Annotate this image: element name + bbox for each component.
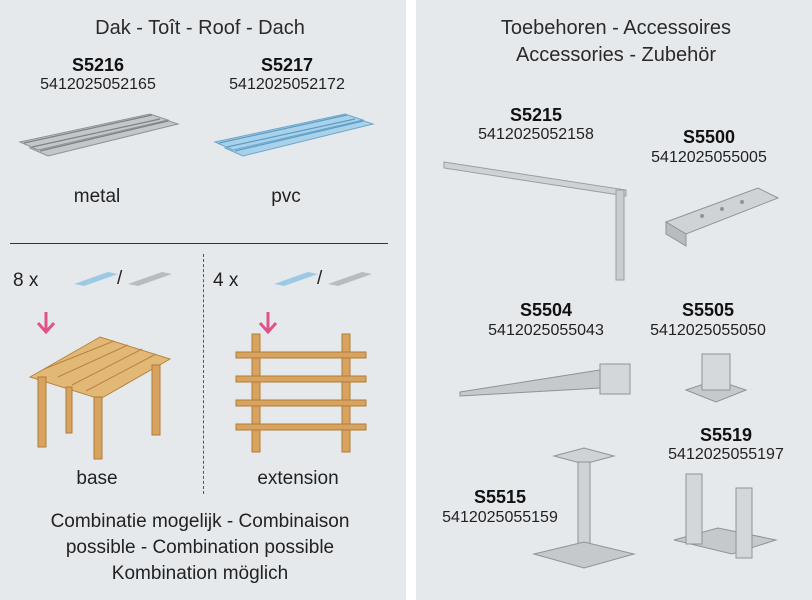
label-extension: extension [257, 468, 339, 489]
ean-s5504: 5412025055043 [488, 322, 604, 339]
product-code-s5216: S5216 [71, 55, 125, 75]
product-code-s5500: S5500 [682, 127, 736, 147]
combination-note: Combinatie mogelijk - Combinaison possib… [51, 509, 350, 587]
product-code-s5515: S5515 [473, 487, 527, 507]
pvc-roof-sheet-icon [213, 113, 375, 157]
pvc-sheet-small-icon [274, 272, 318, 286]
base-sheet-count: 8 x [13, 270, 39, 291]
ean-s5215: 5412025052158 [478, 126, 594, 143]
ground-spike-icon [459, 363, 631, 397]
metal-sheet-small-icon [128, 272, 172, 286]
post-anchor-icon [684, 353, 748, 403]
accessories-title-2: Accessories - Zubehör [515, 44, 717, 66]
combination-line-2: possible - Combination possible [65, 537, 335, 558]
ean-s5500: 5412025055005 [651, 149, 767, 166]
label-base: base [76, 468, 118, 489]
adjustable-post-base-icon [532, 447, 636, 569]
gutter-icon [443, 161, 627, 281]
ean-s5515: 5412025055159 [442, 509, 558, 526]
arrow-down-icon [258, 312, 278, 335]
product-code-s5215: S5215 [509, 105, 563, 125]
metal-roof-sheet-icon [18, 113, 180, 157]
ean-s5216: 5412025052165 [40, 76, 156, 93]
divider-vertical [203, 254, 204, 494]
product-code-s5519: S5519 [699, 425, 753, 445]
roof-panel: Dak - Toît - Roof - Dach S5216 541202505… [0, 0, 406, 600]
carport-extension-icon [235, 333, 367, 453]
product-code-s5217: S5217 [260, 55, 314, 75]
product-code-s5505: S5505 [681, 300, 735, 320]
ean-s5519: 5412025055197 [668, 446, 784, 463]
arrow-down-icon [36, 312, 56, 335]
carport-base-icon [28, 336, 172, 460]
ean-s5217: 5412025052172 [229, 76, 345, 93]
ean-s5505: 5412025055050 [650, 322, 766, 339]
divider-horizontal [10, 243, 388, 244]
connector-plate-icon [664, 187, 780, 247]
metal-sheet-small-icon [328, 272, 372, 286]
pvc-sheet-small-icon [74, 272, 118, 286]
extension-sheet-count: 4 x [213, 270, 239, 291]
extension-slash: / [317, 268, 323, 289]
label-metal: metal [73, 186, 121, 207]
u-bracket-icon [673, 473, 778, 559]
product-code-s5504: S5504 [519, 300, 573, 320]
combination-line-1: Combinatie mogelijk - Combinaison [50, 511, 350, 532]
roof-title: Dak - Toît - Roof - Dach [95, 17, 305, 39]
base-slash: / [117, 268, 123, 289]
accessories-title-1: Toebehoren - Accessoires [500, 17, 732, 39]
accessories-panel: Toebehoren - Accessoires Accessories - Z… [416, 0, 812, 600]
label-pvc: pvc [271, 186, 301, 207]
combination-line-3: Kombination möglich [111, 563, 289, 584]
